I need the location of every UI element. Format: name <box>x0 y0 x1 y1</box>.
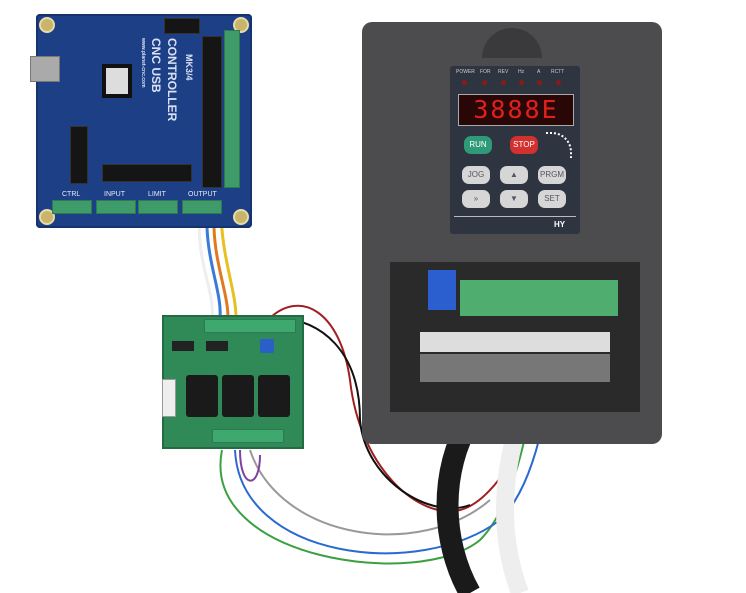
indicator-label: Hz <box>518 69 525 75</box>
mount-hole <box>233 17 249 33</box>
indicator-led <box>556 80 561 85</box>
cnc-usb-controller-board: www.planet-cnc.com CNC USB CONTROLLER MK… <box>30 14 252 228</box>
indicator-led <box>501 80 506 85</box>
jog-button[interactable]: JOG <box>462 166 490 184</box>
indicator-led <box>462 80 467 85</box>
power-terminal-label <box>420 332 610 352</box>
indicator-led <box>537 80 542 85</box>
board-title-line2: CONTROLLER <box>165 38 179 122</box>
chip <box>102 64 132 98</box>
mount-hole <box>39 17 55 33</box>
indicator-label: RCTT <box>551 69 565 75</box>
run-button[interactable]: RUN <box>464 136 492 154</box>
relay-2 <box>222 375 254 417</box>
relay-board <box>162 315 304 449</box>
relay <box>428 270 456 310</box>
indicator-label: REV <box>498 69 509 75</box>
relay-1 <box>186 375 218 417</box>
header-connector <box>102 164 192 182</box>
header-connector <box>164 18 200 34</box>
power-cable-white <box>496 417 529 593</box>
label-limit: LIMIT <box>148 191 166 198</box>
side-connector <box>162 379 176 417</box>
speed-knob[interactable] <box>546 132 572 158</box>
down-button[interactable]: ▼ <box>500 190 528 208</box>
power-terminal-block[interactable] <box>420 354 610 382</box>
ic <box>172 341 194 351</box>
ctrl-terminal[interactable] <box>52 200 92 214</box>
limit-terminal[interactable] <box>138 200 178 214</box>
header-connector <box>70 126 88 184</box>
relay-input-terminal[interactable] <box>204 319 296 333</box>
input-terminal[interactable] <box>96 200 136 214</box>
set-button[interactable]: SET <box>538 190 566 208</box>
up-button[interactable]: ▲ <box>500 166 528 184</box>
relay-output-terminal[interactable] <box>212 429 284 443</box>
stop-button[interactable]: STOP <box>510 136 538 154</box>
indicator-led <box>482 80 487 85</box>
indicator-led <box>519 80 524 85</box>
wire-purple <box>239 449 261 482</box>
control-terminal-block[interactable] <box>460 280 618 316</box>
label-output: OUTPUT <box>188 191 217 198</box>
led-display: 3888E <box>458 94 574 126</box>
indicator-label: FOR <box>480 69 491 75</box>
vfd-top-notch <box>482 28 542 58</box>
axis-headers <box>202 36 222 188</box>
wire-black <box>279 317 471 510</box>
wire-grey <box>249 449 491 536</box>
divider <box>454 216 576 217</box>
vfd-control-panel: POWER FOR REV Hz A RCTT 3888E RUN STOP J… <box>450 66 580 234</box>
shift-button[interactable]: » <box>462 190 490 208</box>
label-ctrl: CTRL <box>62 191 81 198</box>
prgm-button[interactable]: PRGM <box>538 166 566 184</box>
brand-label: HY <box>554 220 566 229</box>
indicator-label: A <box>537 69 541 75</box>
indicator-label: POWER <box>456 69 475 75</box>
vfd-terminal-area <box>390 262 640 412</box>
mount-hole <box>233 209 249 225</box>
label-input: INPUT <box>104 191 125 198</box>
usb-port[interactable] <box>30 56 60 82</box>
board-title-line1: CNC USB <box>149 38 163 93</box>
board-model: MK3/4 <box>184 54 194 81</box>
axis-terminals[interactable] <box>224 30 240 188</box>
board-website: www.planet-cnc.com <box>140 38 146 88</box>
ic <box>206 341 228 351</box>
mount-hole <box>39 209 55 225</box>
output-terminal[interactable] <box>182 200 222 214</box>
relay-3 <box>258 375 290 417</box>
potentiometer[interactable] <box>260 339 274 353</box>
